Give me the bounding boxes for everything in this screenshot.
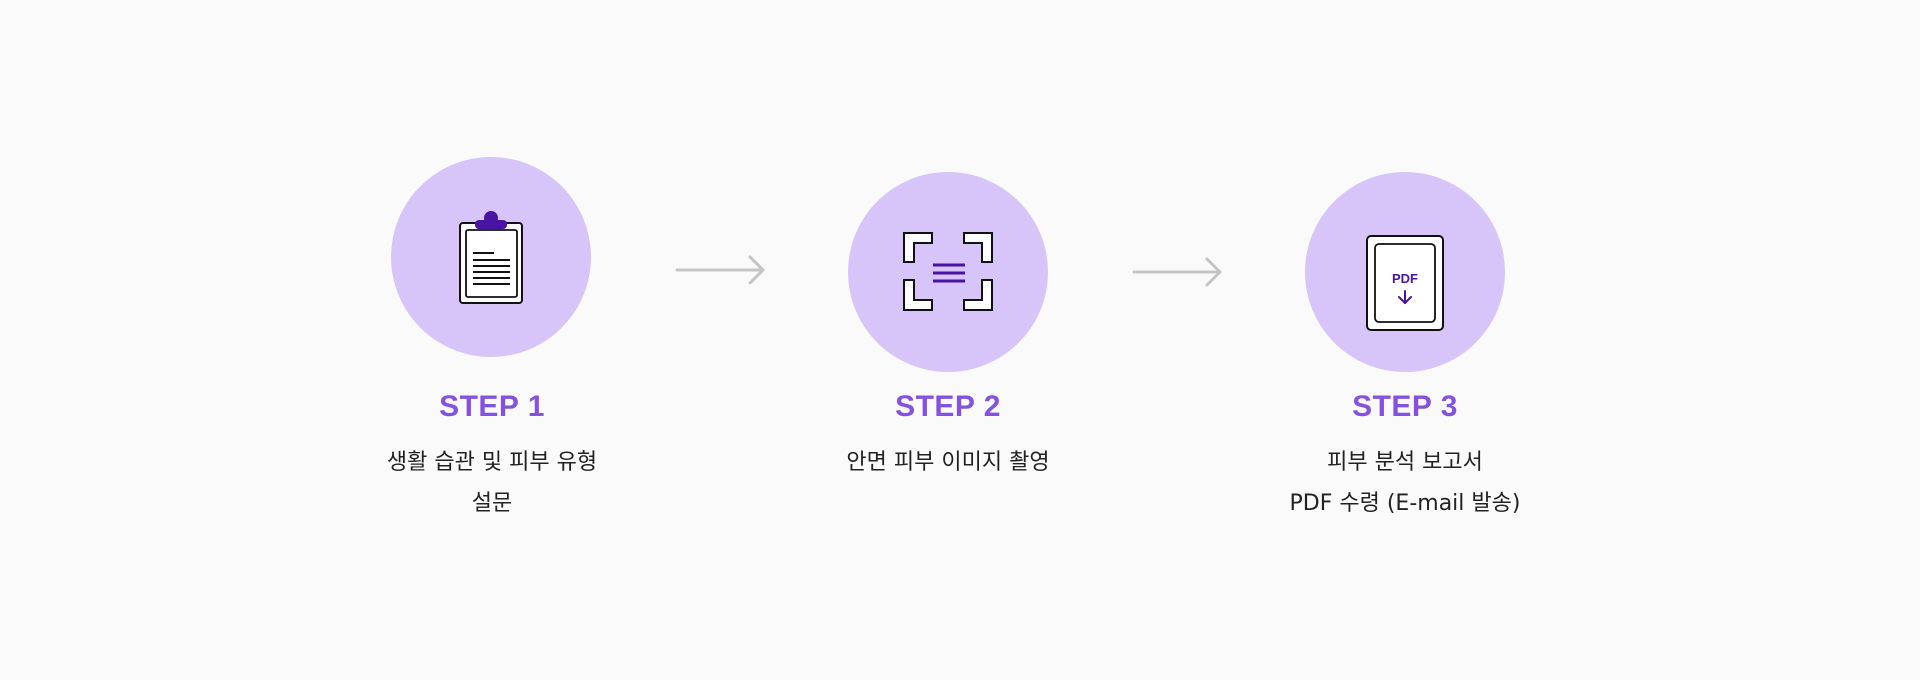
step-2-title: STEP 2 [895, 390, 1001, 423]
face-scan-icon [903, 232, 993, 311]
step-3-description-line-2: PDF 수령 (E-mail 발송) [1289, 491, 1521, 516]
step-1-description-line-2: 설문 [471, 491, 513, 516]
step-2-description-line-1: 안면 피부 이미지 촬영 [846, 450, 1050, 475]
step-2-circle [848, 172, 1048, 372]
step-1-circle [391, 157, 591, 357]
arrow-right-icon [675, 255, 765, 285]
step-3-title: STEP 3 [1352, 390, 1458, 423]
arrow-right-icon [1132, 257, 1222, 287]
clipboard-icon [459, 211, 523, 304]
step-3: STEP 3 피부 분석 보고서 PDF 수령 (E-mail 발송) [1245, 390, 1565, 530]
step-3-description-line-1: 피부 분석 보고서 [1327, 450, 1483, 475]
pdf-icon-label: PDF [1392, 271, 1418, 286]
step-1: STEP 1 생활 습관 및 피부 유형 설문 [332, 390, 652, 530]
step-1-description-line-1: 생활 습관 및 피부 유형 [386, 450, 598, 475]
pdf-download-icon: PDF [1366, 235, 1444, 331]
step-3-circle: PDF [1305, 172, 1505, 372]
step-2: STEP 2 안면 피부 이미지 촬영 [788, 390, 1108, 490]
step-1-title: STEP 1 [439, 390, 545, 423]
